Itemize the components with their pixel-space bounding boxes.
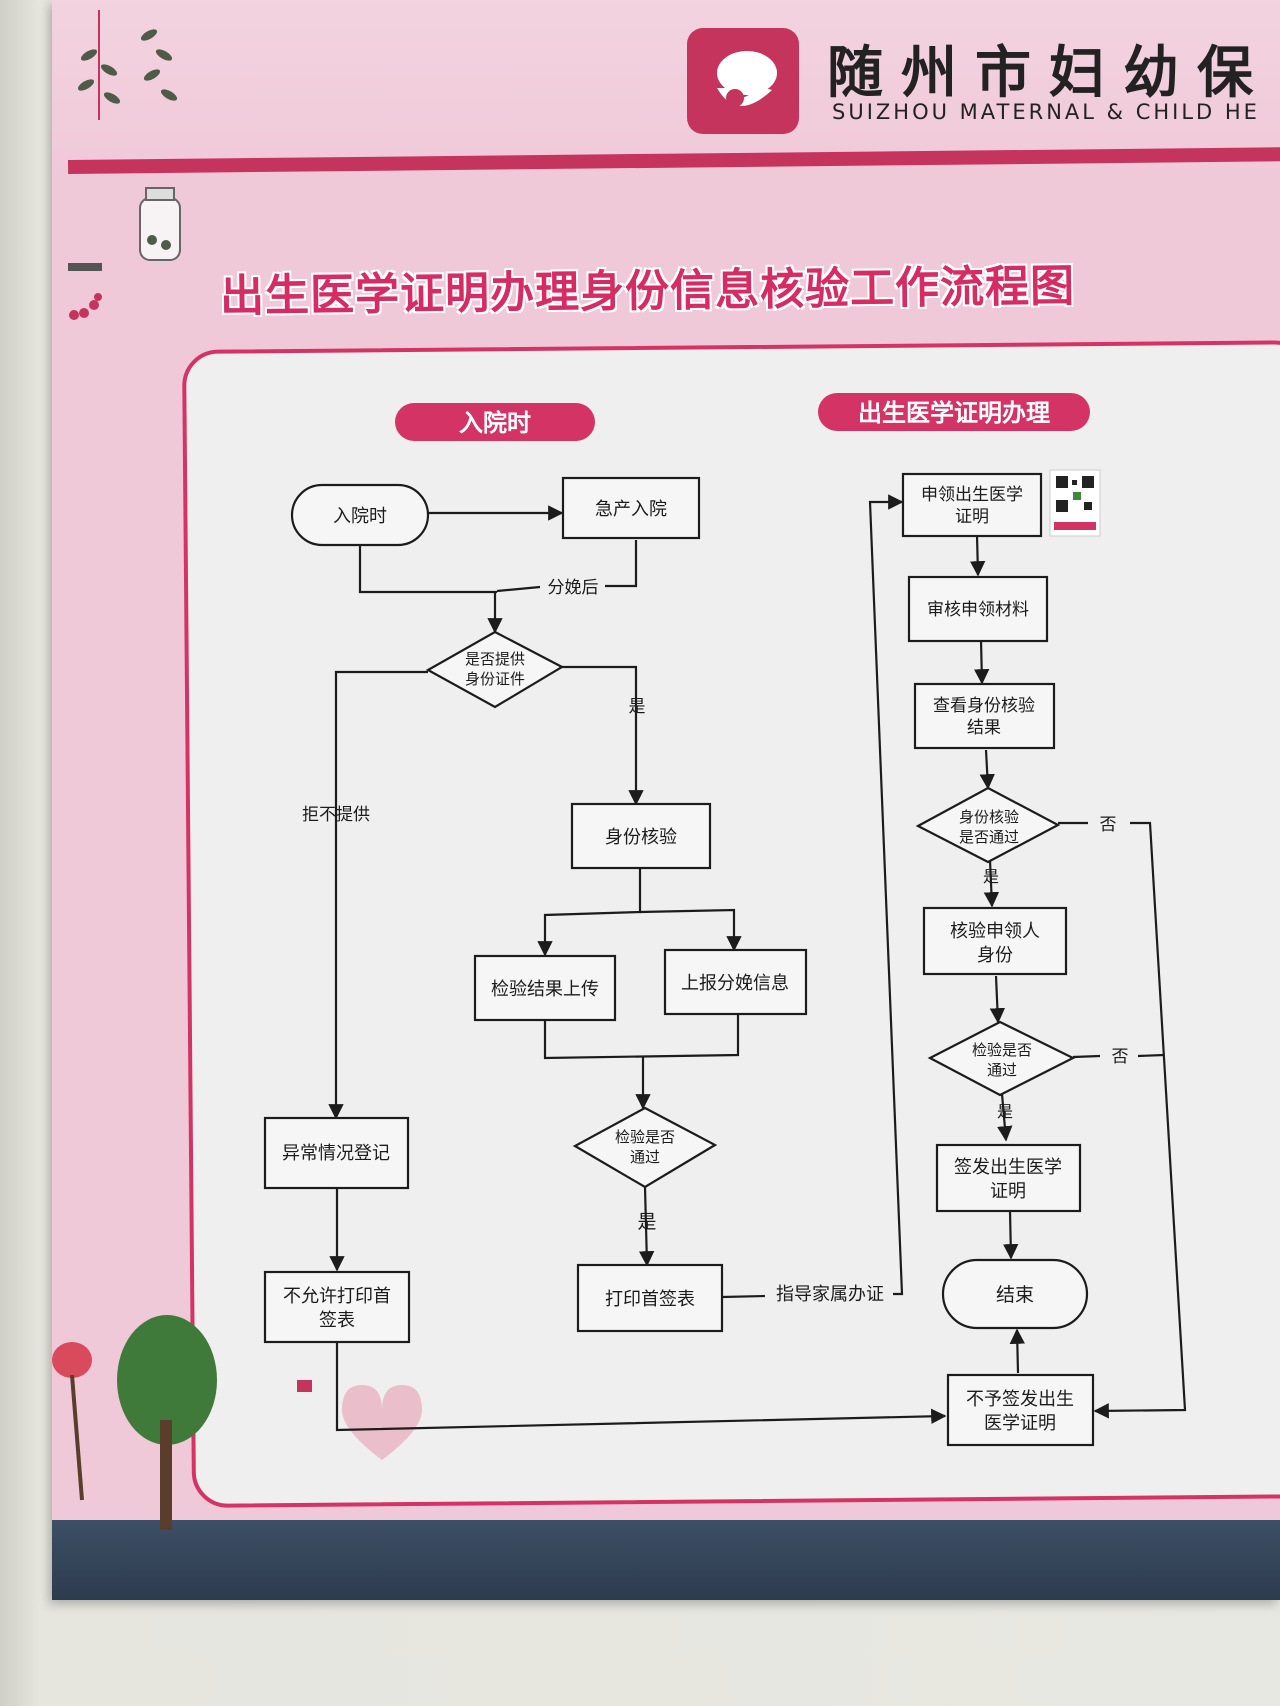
node-no-print-line2: 签表 xyxy=(319,1310,355,1331)
node-print-first-sign-label: 打印首签表 xyxy=(605,1289,695,1310)
node-report-delivery-label: 上报分娩信息 xyxy=(681,973,789,994)
node-verify-applicant-line1: 核验申领人 xyxy=(950,921,1040,942)
node-provide-id-line1: 是否提供 xyxy=(465,650,525,668)
node-end-label: 结束 xyxy=(996,1284,1034,1306)
node-check-pass-2-decision: 检验是否 通过 xyxy=(927,1020,1076,1097)
node-no-print-line1: 不允许打印首 xyxy=(283,1286,391,1307)
edge-label-no-1: 否 xyxy=(1100,815,1117,835)
tree-decoration-icon xyxy=(52,1315,217,1530)
node-emergency-admission: 急产入院 xyxy=(561,476,701,540)
node-upload-results-label: 检验结果上传 xyxy=(491,979,599,1000)
edge-label-yes-3: 是 xyxy=(983,867,999,886)
section-admission: 入院时 xyxy=(395,403,595,441)
edge-label-yes-4: 是 xyxy=(997,1102,1013,1121)
node-check-pass-1-decision: 检验是否 通过 xyxy=(572,1106,718,1189)
node-view-result: 查看身份核验 结果 xyxy=(913,682,1056,750)
node-emergency-admission-label: 急产入院 xyxy=(595,499,667,520)
node-abnormal-register-label: 异常情况登记 xyxy=(282,1143,390,1164)
node-issue-cert: 签发出生医学 证明 xyxy=(935,1143,1082,1213)
node-review-materials: 审核申领材料 xyxy=(907,575,1049,643)
poster-board: 随州市妇幼保 SUIZHOU MATERNAL & CHILD HE 出生医学证… xyxy=(52,0,1280,1600)
node-id-pass-line1: 身份核验 xyxy=(959,808,1019,826)
node-apply-cert: 申领出生医学 证明 xyxy=(901,472,1043,538)
org-name-cn: 随州市妇幼保 xyxy=(827,41,1271,106)
jar-decoration-icon xyxy=(139,187,181,261)
edge-label-guide-family: 指导家属办证 xyxy=(776,1284,884,1305)
node-deny-cert: 不予签发出生 医学证明 xyxy=(946,1373,1095,1447)
qr-code-icon xyxy=(1049,469,1101,537)
node-view-result-line1: 查看身份核验 xyxy=(933,696,1035,716)
org-name-en: SUIZHOU MATERNAL & CHILD HE xyxy=(832,100,1260,124)
node-apply-cert-line2: 证明 xyxy=(955,507,989,527)
node-verify-applicant-line2: 身份 xyxy=(977,945,1013,966)
section-admission-label: 入院时 xyxy=(459,409,531,437)
logo-icon xyxy=(687,28,799,134)
edge-label-after-delivery: 分娩后 xyxy=(548,578,599,598)
node-identity-check: 身份核验 xyxy=(570,802,712,870)
node-print-first-sign: 打印首签表 xyxy=(576,1263,724,1333)
node-start-admission: 入院时 xyxy=(290,483,430,547)
edge-label-yes-1: 是 xyxy=(629,697,646,717)
connectors xyxy=(328,494,1187,1432)
node-deny-cert-line1: 不予签发出生 xyxy=(966,1389,1074,1410)
node-report-delivery: 上报分娩信息 xyxy=(663,948,808,1016)
section-certificate: 出生医学证明办理 xyxy=(818,393,1090,431)
section-certificate-label: 出生医学证明办理 xyxy=(858,399,1050,427)
node-no-print: 不允许打印首 签表 xyxy=(263,1270,411,1344)
edge-label-refuse: 拒不提供 xyxy=(302,805,370,825)
node-identity-check-label: 身份核验 xyxy=(605,827,677,848)
berry-decoration-icon xyxy=(68,263,102,320)
node-check-pass-2-line1: 检验是否 xyxy=(972,1041,1032,1059)
ground-decoration xyxy=(52,1520,1280,1600)
leaf-decoration-icon xyxy=(77,10,178,120)
edge-label-yes-2: 是 xyxy=(637,1211,656,1233)
node-issue-cert-line2: 证明 xyxy=(990,1181,1026,1202)
node-provide-id-decision: 是否提供 身份证件 xyxy=(425,630,565,709)
node-issue-cert-line1: 签发出生医学 xyxy=(954,1157,1062,1178)
node-id-pass-decision: 身份核验 是否通过 xyxy=(915,786,1061,864)
edge-label-no-2: 否 xyxy=(1112,1047,1129,1067)
node-apply-cert-line1: 申领出生医学 xyxy=(921,485,1023,505)
node-provide-id-line2: 身份证件 xyxy=(465,670,525,688)
node-view-result-line2: 结果 xyxy=(967,718,1001,738)
node-review-materials-label: 审核申领材料 xyxy=(927,600,1029,620)
node-check-pass-1-line1: 检验是否 xyxy=(615,1128,675,1146)
node-start-admission-label: 入院时 xyxy=(333,506,387,527)
node-abnormal-register: 异常情况登记 xyxy=(263,1116,410,1190)
heart-decoration-icon xyxy=(297,1380,422,1460)
node-id-pass-line2: 是否通过 xyxy=(959,828,1019,846)
node-end: 结束 xyxy=(941,1258,1089,1330)
node-upload-results: 检验结果上传 xyxy=(473,954,617,1022)
node-check-pass-2-line2: 通过 xyxy=(987,1061,1017,1079)
node-check-pass-1-line2: 通过 xyxy=(630,1148,660,1166)
node-deny-cert-line2: 医学证明 xyxy=(984,1413,1056,1434)
node-verify-applicant: 核验申领人 身份 xyxy=(922,906,1068,976)
header-band xyxy=(52,0,1280,175)
